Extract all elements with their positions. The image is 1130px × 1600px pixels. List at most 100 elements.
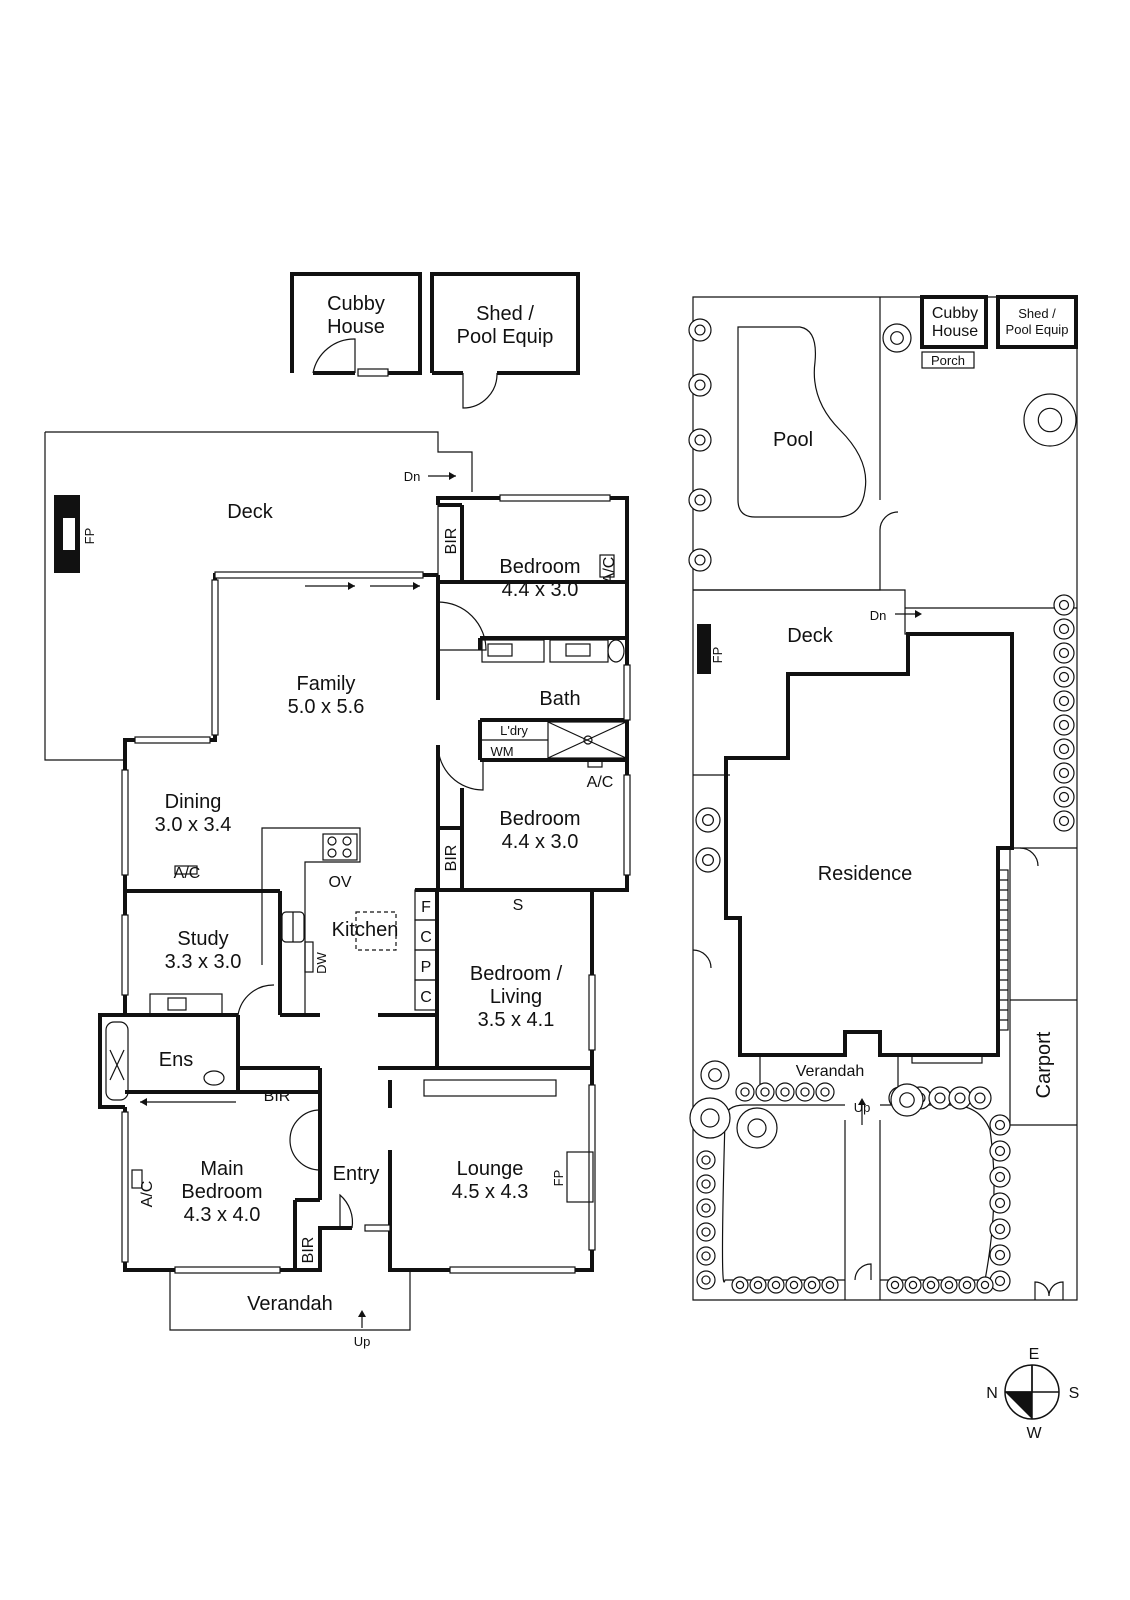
- tree-shrub-core: [701, 1251, 711, 1261]
- cupboard2-label: C: [420, 989, 432, 1006]
- tree-shrub-core: [760, 1087, 770, 1097]
- site-pool-label: Pool: [773, 429, 813, 451]
- bathroom-fittings: [437, 554, 627, 791]
- study-name: Study: [177, 928, 228, 950]
- study-dims: 3.3 x 3.0: [165, 951, 242, 973]
- tree-shrub-core: [994, 1119, 1006, 1131]
- site-up-label: Up: [854, 1100, 871, 1115]
- tree-shrub-core: [753, 1280, 763, 1290]
- deck-label: Deck: [227, 501, 274, 523]
- kitchen-label: Kitchen: [332, 919, 399, 941]
- cubby-label-line1: Cubby: [327, 293, 385, 315]
- tree-shrub-core: [747, 1118, 767, 1138]
- tree-shrub-core: [1058, 719, 1070, 731]
- tree-shrub-core: [994, 1223, 1006, 1235]
- ensuite-bath: [98, 984, 275, 1109]
- pantry-label: P: [421, 959, 432, 976]
- tree-shrub-core: [994, 1249, 1006, 1261]
- site-plan: Cubby House Shed / Pool Equip Porch Pool…: [688, 295, 1078, 1301]
- tree-shrub-core: [701, 1227, 711, 1237]
- tree-shrub-core: [890, 1280, 900, 1290]
- compass-w: W: [1026, 1425, 1042, 1442]
- tree-shrub-core: [899, 1092, 915, 1108]
- bir-ensuite-label: BIR: [264, 1088, 291, 1105]
- pool-outline: [737, 326, 867, 518]
- ac-bath-label: A/C: [587, 774, 614, 791]
- lounge-name: Lounge: [457, 1158, 524, 1180]
- ac-bedroom1-label: A/C: [601, 557, 618, 584]
- tree-shrub-core: [780, 1087, 790, 1097]
- compass: E N S W: [986, 1346, 1079, 1442]
- sliding-arrows: [305, 582, 420, 590]
- windows: [121, 494, 631, 1274]
- tree-shrub-core: [962, 1280, 972, 1290]
- site-shed-line2: Pool Equip: [1006, 322, 1069, 337]
- tree-shrub-core: [735, 1280, 745, 1290]
- tree-shrub-core: [694, 324, 706, 336]
- bir-entry-label: BIR: [300, 1237, 317, 1264]
- tree-shrub-core: [825, 1280, 835, 1290]
- wm-label: WM: [490, 744, 513, 759]
- site-verandah-label: Verandah: [796, 1063, 865, 1080]
- tree-shrub-core: [994, 1197, 1006, 1209]
- site-fp-label: FP: [710, 647, 725, 664]
- shed-label-line1: Shed /: [476, 303, 534, 325]
- bedroom1-dims: 4.4 x 3.0: [502, 579, 579, 601]
- cubby-label-line2: House: [327, 316, 385, 338]
- tree-shrub-core: [800, 1087, 810, 1097]
- compass-e: E: [1029, 1346, 1040, 1363]
- tree-shrub-core: [694, 434, 706, 446]
- tree-shrub-core: [926, 1280, 936, 1290]
- ensuite-label: Ens: [159, 1049, 193, 1071]
- tree-shrub-core: [740, 1087, 750, 1097]
- interior-walls: [125, 503, 627, 1270]
- tree-shrub-core: [994, 1145, 1006, 1157]
- deck-dn-label: Dn: [404, 469, 421, 484]
- tree-shrub-core: [1037, 407, 1063, 433]
- tree-shrub-core: [694, 494, 706, 506]
- ac-main-label: A/C: [139, 1181, 156, 1208]
- site-trees: [688, 318, 1077, 1294]
- cubby-house-building: [290, 272, 422, 377]
- entry-label: Entry: [333, 1163, 380, 1185]
- site-shed: [996, 295, 1078, 349]
- family-dims: 5.0 x 5.6: [288, 696, 365, 718]
- main-bedroom-line2: Bedroom: [181, 1181, 262, 1203]
- floor-plan: Cubby House Shed / Pool Equip Deck FP Dn…: [44, 272, 631, 1349]
- tree-shrub-core: [954, 1092, 966, 1104]
- site-porch-label: Porch: [931, 353, 965, 368]
- site-cubby-line2: House: [932, 323, 978, 340]
- main-bedroom-line1: Main: [200, 1158, 243, 1180]
- tree-shrub-core: [701, 1203, 711, 1213]
- tree-shrub-core: [1058, 647, 1070, 659]
- site-residence-label: Residence: [818, 863, 913, 885]
- tree-shrub-core: [694, 379, 706, 391]
- verandah-label: Verandah: [247, 1293, 333, 1315]
- tree-shrub-core: [694, 554, 706, 566]
- bir-mid-label: BIR: [443, 845, 460, 872]
- tree-shrub-core: [807, 1280, 817, 1290]
- compass-s: S: [1069, 1385, 1080, 1402]
- bedroom2-dims: 4.4 x 3.0: [502, 831, 579, 853]
- verandah-up-label: Up: [354, 1334, 371, 1349]
- site-deck-label: Deck: [787, 625, 834, 647]
- site-cubby-house: [920, 295, 988, 349]
- tree-shrub-core: [1058, 767, 1070, 779]
- bedroom2-name: Bedroom: [499, 808, 580, 830]
- lounge-fp-label: FP: [551, 1170, 566, 1187]
- tree-shrub-core: [1058, 623, 1070, 635]
- bedroom-living-dims: 3.5 x 4.1: [478, 1009, 555, 1031]
- bedroom-living-line1: Bedroom /: [470, 963, 563, 985]
- tree-shrub-core: [1058, 815, 1070, 827]
- tree-shrub-core: [701, 853, 714, 866]
- tree-shrub-core: [1058, 791, 1070, 803]
- kitchen-fittings: [261, 827, 438, 1015]
- fridge-label: F: [421, 899, 431, 916]
- lounge-dims: 4.5 x 4.3: [452, 1181, 529, 1203]
- cupboard1-label: C: [420, 929, 432, 946]
- site-dn-label: Dn: [870, 608, 887, 623]
- tree-shrub-core: [820, 1087, 830, 1097]
- tree-shrub-core: [934, 1092, 946, 1104]
- tree-shrub-core: [771, 1280, 781, 1290]
